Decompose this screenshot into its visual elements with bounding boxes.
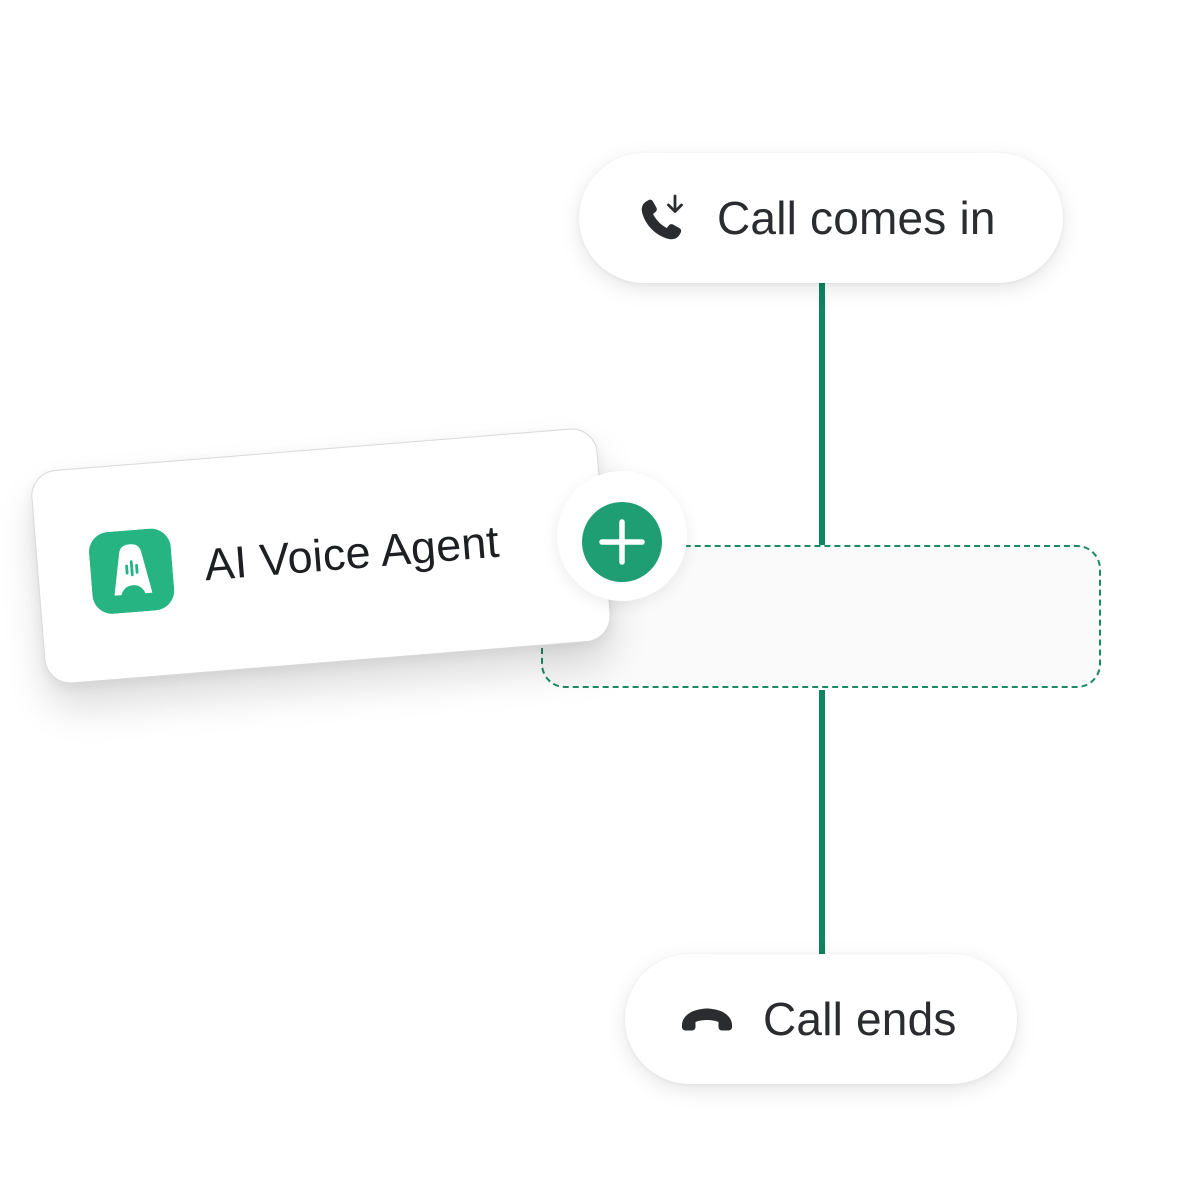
ai-voice-agent-label: AI Voice Agent	[202, 515, 501, 591]
call-ends-label: Call ends	[763, 993, 957, 1045]
hang-up-icon	[679, 999, 735, 1039]
ai-voice-agent-card-wrapper: AI Voice Agent	[29, 426, 613, 686]
call-ends-node[interactable]: Call ends	[625, 954, 1017, 1084]
incoming-call-icon	[637, 192, 689, 244]
connector-top	[819, 283, 825, 546]
ai-voice-agent-card[interactable]: AI Voice Agent	[29, 426, 613, 686]
call-comes-in-label: Call comes in	[717, 192, 996, 244]
connector-bottom	[819, 690, 825, 954]
add-step-button[interactable]	[582, 502, 662, 582]
ai-voice-agent-icon	[87, 527, 175, 615]
add-step-icon	[596, 516, 648, 568]
call-comes-in-node[interactable]: Call comes in	[579, 153, 1063, 283]
